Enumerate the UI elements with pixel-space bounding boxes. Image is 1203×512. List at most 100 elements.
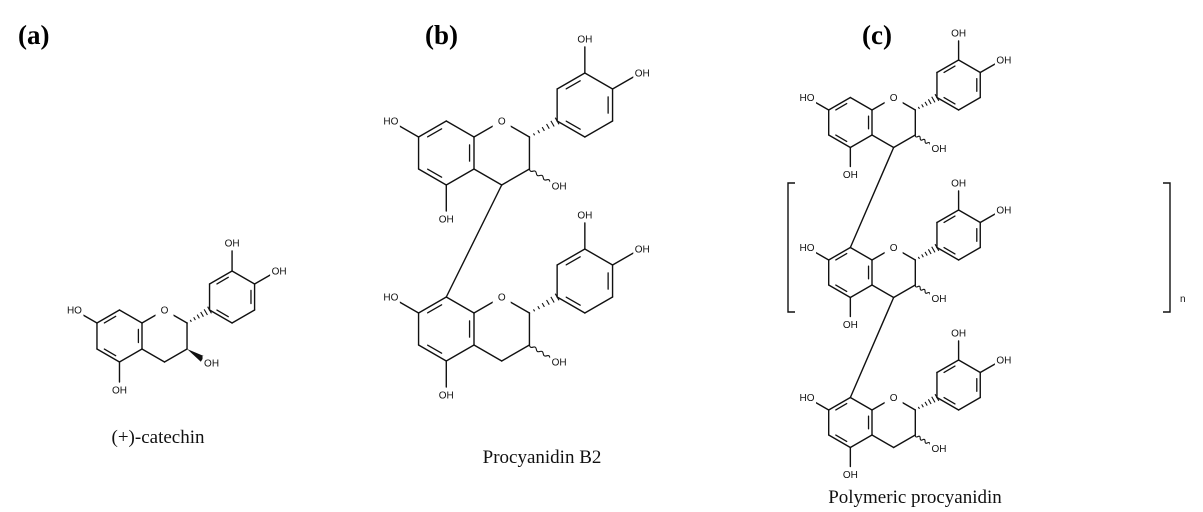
b2-lower-unit-double-bonds xyxy=(427,256,609,354)
poly-repeat-unit-double-bonds xyxy=(835,215,978,293)
catechin-bonds xyxy=(96,270,256,363)
poly-terminal-unit-oh5-label: OH xyxy=(843,470,858,481)
poly-terminal-unit-oh3-label: OH xyxy=(931,444,946,455)
poly-terminal-unit-oh3-label-mask xyxy=(929,441,948,456)
poly-terminal-unit-oh3p-label-mask xyxy=(949,326,968,340)
catechin-oh3-label-mask xyxy=(202,356,221,370)
b2-lower-unit-oh3-label-mask xyxy=(550,355,569,369)
poly-upper-unit-oh4p-label: OH xyxy=(996,56,1011,67)
poly-repeat-unit-oh3-label-mask xyxy=(929,291,948,306)
catechin-c3-stereo-bond xyxy=(187,349,205,362)
b2-lower-unit-oh3-label: OH xyxy=(552,358,567,369)
caption-catechin: (+)-catechin xyxy=(112,427,205,448)
b2-lower-unit-oh3p-label-mask xyxy=(575,208,594,222)
poly-interflavan-bond-2 xyxy=(849,296,895,399)
b2-upper-unit-double-bonds xyxy=(427,80,609,178)
catechin-oh7-label: HO xyxy=(67,306,82,317)
poly-upper-unit-bonds xyxy=(827,59,981,149)
repeat-subscript-n: n xyxy=(1180,294,1186,305)
poly-upper-unit-c3-stereo-bond xyxy=(914,134,931,145)
b2-lower-unit-bonds xyxy=(417,248,614,362)
poly-repeat-unit-o1-label: O xyxy=(890,243,898,254)
poly-repeat-unit-oh7-label: HO xyxy=(800,243,815,254)
poly-repeat-unit-oh5-label: OH xyxy=(843,320,858,331)
poly-upper-unit-oh5-label-mask xyxy=(841,167,860,182)
poly-repeat-unit-c3-stereo-bond xyxy=(914,284,931,295)
poly-repeat-unit-c2-stereo-bond xyxy=(914,243,940,261)
poly-repeat-unit-bonds xyxy=(827,209,981,299)
b2-lower-unit-oh5-label: OH xyxy=(439,391,454,402)
b2-upper-unit-oh3p-label: OH xyxy=(577,35,592,46)
poly-repeat-unit-oh7-label-mask xyxy=(798,240,817,255)
catechin-oh4p-label-mask xyxy=(270,264,289,278)
catechin-oh3p-label: OH xyxy=(225,239,240,250)
poly-terminal-unit-c3-stereo-bond xyxy=(914,434,931,445)
repeat-bracket-right xyxy=(1163,182,1171,313)
panel-label-b: (b) xyxy=(425,20,458,50)
poly-upper-unit-double-bonds xyxy=(835,65,978,143)
b2-lower-unit-c3-stereo-bond xyxy=(528,344,551,359)
b2-upper-unit-substituents xyxy=(396,46,635,212)
poly-repeat-unit-oh4p-label-mask xyxy=(994,203,1013,217)
poly-upper-unit-o1-label-mask xyxy=(884,90,903,105)
poly-terminal-unit-o1-label: O xyxy=(890,393,898,404)
catechin-c2-stereo-bond xyxy=(186,306,212,324)
catechin-oh5-label: OH xyxy=(112,386,127,397)
catechin-o1-label: O xyxy=(161,306,169,317)
poly-terminal-unit-double-bonds xyxy=(835,365,978,443)
b2-lower-unit-oh7-label: HO xyxy=(383,293,398,304)
poly-upper-unit-oh3-label: OH xyxy=(931,144,946,155)
catechin-double-bonds xyxy=(103,276,252,357)
poly-upper-unit-oh4p-label-mask xyxy=(994,53,1013,67)
poly-upper-unit-oh3p-label: OH xyxy=(951,29,966,40)
b2-upper-unit-oh4p-label: OH xyxy=(635,69,650,80)
repeat-bracket-left xyxy=(787,182,795,313)
poly-upper-unit-oh3-label-mask xyxy=(929,141,948,156)
catechin-oh5-label-mask xyxy=(110,383,129,397)
caption-procyanidin-b2: Procyanidin B2 xyxy=(483,447,602,468)
catechin-oh3-label: OH xyxy=(204,359,219,370)
poly-upper-unit-oh3p-label-mask xyxy=(949,26,968,40)
poly-interflavan-bond-1 xyxy=(849,146,895,249)
poly-upper-unit-o1-label: O xyxy=(890,93,898,104)
panel-label-a: (a) xyxy=(18,20,49,50)
poly-terminal-unit-oh5-label-mask xyxy=(841,467,860,482)
b2-lower-unit-substituents xyxy=(396,222,635,388)
poly-repeat-unit-oh3p-label-mask xyxy=(949,176,968,190)
caption-polymeric-procyanidin: Polymeric procyanidin xyxy=(828,487,1002,508)
b2-lower-unit-o1-label: O xyxy=(498,293,506,304)
b2-upper-unit-oh5-label-mask xyxy=(437,212,456,226)
poly-terminal-unit-bonds xyxy=(827,359,981,449)
b2-interflavan-bond xyxy=(445,184,503,298)
b2-upper-unit-c3-stereo-bond xyxy=(528,168,551,183)
poly-upper-unit-oh7-label-mask xyxy=(798,90,817,105)
poly-terminal-unit-oh3p-label: OH xyxy=(951,329,966,340)
poly-upper-unit-c2-stereo-bond xyxy=(914,93,940,111)
panel-label-c: (c) xyxy=(862,20,892,50)
b2-upper-unit-oh7-label-mask xyxy=(381,114,400,128)
poly-terminal-unit-oh7-label: HO xyxy=(800,393,815,404)
b2-lower-unit-c2-stereo-bond xyxy=(528,293,560,314)
poly-repeat-unit-oh3p-label: OH xyxy=(951,179,966,190)
poly-terminal-unit-c2-stereo-bond xyxy=(914,393,940,411)
poly-repeat-unit-o1-label-mask xyxy=(884,240,903,255)
b2-upper-unit-c2-stereo-bond xyxy=(528,117,560,138)
poly-repeat-unit-oh4p-label: OH xyxy=(996,206,1011,217)
b2-upper-unit-oh3p-label-mask xyxy=(575,32,594,46)
catechin-oh3p-label-mask xyxy=(223,236,242,250)
b2-upper-unit-oh7-label: HO xyxy=(383,117,398,128)
catechin-o1-label-mask xyxy=(155,303,174,317)
b2-upper-unit-oh3-label-mask xyxy=(550,179,569,193)
poly-upper-unit-oh7-label: HO xyxy=(800,93,815,104)
poly-terminal-unit-oh4p-label-mask xyxy=(994,353,1013,367)
b2-lower-unit-oh4p-label: OH xyxy=(635,245,650,256)
catechin-oh7-label-mask xyxy=(65,303,84,317)
poly-repeat-unit-oh5-label-mask xyxy=(841,317,860,332)
b2-lower-unit-oh5-label-mask xyxy=(437,388,456,402)
